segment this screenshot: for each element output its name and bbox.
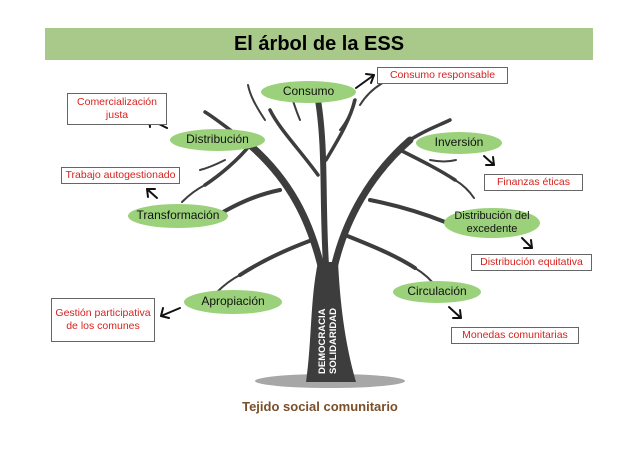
page-title: El árbol de la ESS (233, 32, 405, 55)
trunk-label-wrapper: DEMOCRACIA SOLIDARIDAD (317, 298, 354, 374)
box-finanzas-eticas: Finanzas éticas (484, 174, 583, 191)
box-trabajo-autogestionado: Trabajo autogestionado (61, 167, 180, 184)
tree-trunk (306, 262, 356, 382)
node-consumo: Consumo (261, 81, 356, 103)
tree-branches (181, 79, 475, 294)
trunk-label: DEMOCRACIA SOLIDARIDAD (317, 308, 339, 374)
box-consumo-responsable: Consumo responsable (377, 67, 508, 84)
footer-label: Tejido social comunitario (242, 399, 398, 414)
box-distribucion-equitativa: Distribución equitativa (471, 254, 592, 271)
node-circulacion: Circulación (393, 281, 481, 303)
node-distribucion: Distribución (170, 129, 265, 151)
title-bar: El árbol de la ESS (45, 28, 593, 60)
node-inversion: Inversión (416, 132, 502, 154)
box-monedas-comunitarias: Monedas comunitarias (451, 327, 579, 344)
node-apropiacion: Apropiación (184, 290, 282, 314)
node-transformacion: Transformación (128, 204, 228, 228)
box-gestion-participativa: Gestión participativa de los comunes (51, 298, 155, 342)
node-distribucion-excedente: Distribución del excedente (444, 208, 540, 238)
box-comercializacion-justa: Comercialización justa (67, 93, 167, 125)
